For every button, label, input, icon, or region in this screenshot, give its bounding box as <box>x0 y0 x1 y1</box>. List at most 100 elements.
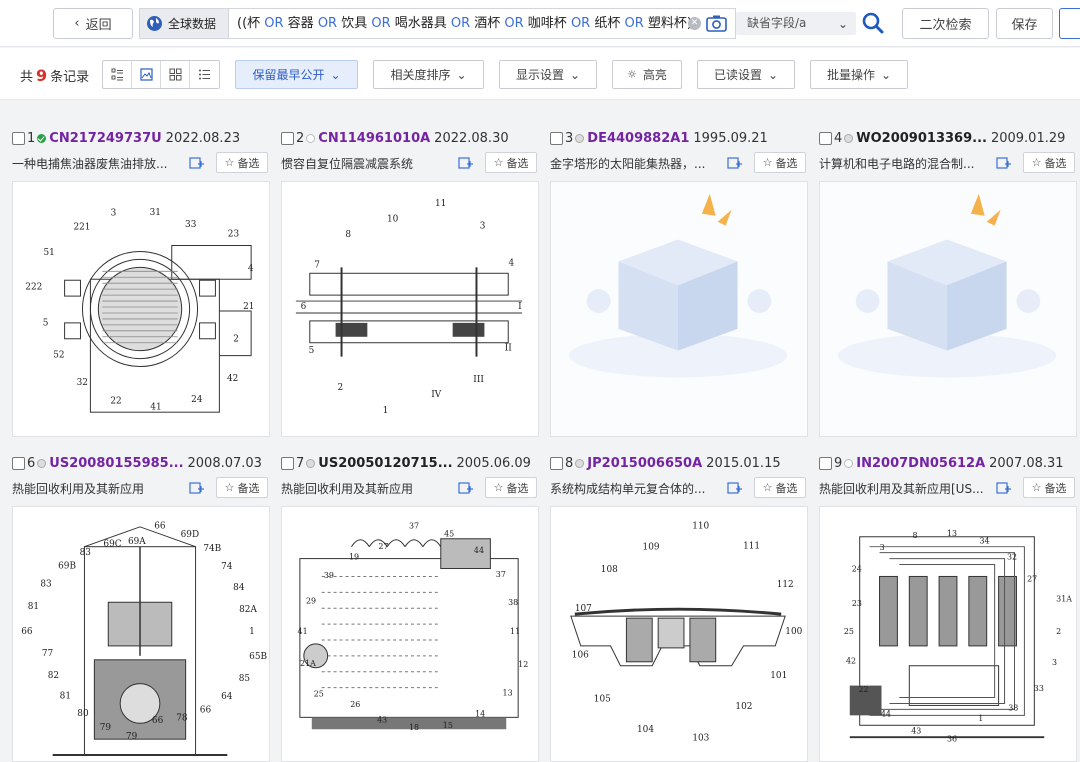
card-subheader: 惯容自复位隔震减震系统 ☆备选 <box>281 152 539 174</box>
favorite-button[interactable]: ☆备选 <box>754 477 806 498</box>
patent-title[interactable]: 热能回收利用及其新应用 <box>12 481 145 496</box>
select-checkbox[interactable] <box>550 456 563 470</box>
add-to-folder-icon[interactable] <box>996 156 1011 173</box>
publication-number-link[interactable]: JP2015006650A <box>587 455 703 471</box>
favorite-button[interactable]: ☆备选 <box>216 152 268 173</box>
publication-number-link[interactable]: CN114961010A <box>318 130 431 146</box>
favorite-button[interactable]: ☆备选 <box>754 152 806 173</box>
favorite-button[interactable]: ☆备选 <box>1023 477 1075 498</box>
view-list-button[interactable] <box>190 61 219 88</box>
query-term: 喝水器具 <box>390 16 451 31</box>
select-checkbox[interactable] <box>281 456 294 470</box>
patent-title[interactable]: 系统构成结构单元复合体的... <box>550 481 706 496</box>
publication-number-link[interactable]: US20080155985... <box>49 455 184 471</box>
earliest-public-dropdown[interactable]: 保留最早公开⌄ <box>235 60 358 89</box>
batch-operation-dropdown[interactable]: 批量操作⌄ <box>810 60 908 89</box>
save-button[interactable]: 保存 <box>996 8 1053 39</box>
read-settings-dropdown[interactable]: 已读设置⌄ <box>697 60 795 89</box>
publication-number-link[interactable]: CN217249737U <box>49 130 162 146</box>
drawing-label: 24 <box>852 564 862 573</box>
no-image-placeholder[interactable] <box>550 181 808 437</box>
star-icon: ☆ <box>493 156 504 169</box>
drawing-label: 25 <box>314 690 324 699</box>
drawing-label: 31A <box>1056 594 1072 603</box>
patent-title[interactable]: 计算机和电子电路的混合制... <box>819 156 975 171</box>
patent-title[interactable]: 惯容自复位隔震减震系统 <box>281 156 414 171</box>
drawing-label: 102 <box>735 702 752 712</box>
record-index: 7 <box>296 455 305 471</box>
add-to-folder-icon[interactable] <box>189 481 204 498</box>
query-operator: OR <box>504 16 524 31</box>
patent-drawing: 165B856466786679798081827766818369B8369C… <box>21 521 267 757</box>
sort-dropdown[interactable]: 相关度排序⌄ <box>373 60 484 89</box>
drawing-label: 37 <box>409 521 419 530</box>
patent-title[interactable]: 一种电捕焦油器废焦油排放... <box>12 156 168 171</box>
drawing-label: 51 <box>43 248 54 258</box>
add-to-folder-icon[interactable] <box>727 481 742 498</box>
search-icon[interactable] <box>862 12 884 34</box>
select-checkbox[interactable] <box>819 131 832 145</box>
drawing-label: 8 <box>345 230 351 240</box>
query-input[interactable]: ((杯 OR 容器 OR 饮具 OR 喝水器具 OR 酒杯 OR 咖啡杯 OR … <box>228 8 736 39</box>
clear-icon[interactable]: ✕ <box>688 17 701 30</box>
drawing-label: 83 <box>80 548 91 558</box>
view-list-detail-button[interactable] <box>103 61 132 88</box>
favorite-button[interactable]: ☆备选 <box>216 477 268 498</box>
select-checkbox[interactable] <box>819 456 832 470</box>
query-term: 塑料杯) <box>643 16 692 31</box>
favorite-label: 备选 <box>775 481 798 495</box>
select-checkbox[interactable] <box>281 131 294 145</box>
field-select[interactable]: 缺省字段/a ⌄ <box>736 12 856 35</box>
empty-box-illustration <box>820 182 1076 436</box>
drawing-label: 13 <box>503 688 513 697</box>
add-to-folder-icon[interactable] <box>189 156 204 173</box>
add-to-folder-icon[interactable] <box>996 481 1011 498</box>
add-to-folder-icon[interactable] <box>727 156 742 173</box>
drawing-label: 12 <box>518 660 528 669</box>
display-settings-dropdown[interactable]: 显示设置⌄ <box>499 60 597 89</box>
card-subheader: 计算机和电子电路的混合制... ☆备选 <box>819 152 1077 174</box>
drawing-label: 38 <box>1008 703 1018 712</box>
drawing-label: 82 <box>48 671 59 681</box>
drawing-label: 22 <box>110 396 121 406</box>
view-image-button[interactable] <box>132 61 161 88</box>
earliest-public-label: 保留最早公开 <box>252 68 325 82</box>
select-checkbox[interactable] <box>12 456 25 470</box>
select-checkbox[interactable] <box>12 131 25 145</box>
drawing-label: 8 <box>913 531 918 540</box>
back-button[interactable]: ‹ 返回 <box>53 8 133 39</box>
select-checkbox[interactable] <box>550 131 563 145</box>
view-grid-button[interactable] <box>161 61 190 88</box>
highlight-button[interactable]: ☼高亮 <box>612 60 682 89</box>
favorite-button[interactable]: ☆备选 <box>485 477 537 498</box>
camera-icon[interactable] <box>706 14 727 32</box>
query-term: 容器 <box>283 16 318 31</box>
add-to-folder-icon[interactable] <box>458 481 473 498</box>
edge-button[interactable] <box>1059 8 1080 39</box>
no-image-placeholder[interactable] <box>819 181 1077 437</box>
secondary-search-button[interactable]: 二次检索 <box>902 8 989 39</box>
favorite-button[interactable]: ☆备选 <box>485 152 537 173</box>
publication-number-link[interactable]: US20050120715... <box>318 455 453 471</box>
data-scope-selector[interactable]: 全球数据 <box>139 8 228 39</box>
publication-number-link[interactable]: IN2007DN05612A <box>856 455 986 471</box>
drawing-label: 41 <box>298 627 308 636</box>
publication-number-link[interactable]: WO2009013369... <box>856 130 987 146</box>
publication-number-link[interactable]: DE4409882A1 <box>587 130 690 146</box>
add-to-folder-icon[interactable] <box>458 156 473 173</box>
drawing-label: 107 <box>575 604 592 614</box>
drawing-label: 39 <box>324 571 334 580</box>
patent-title[interactable]: 热能回收利用及其新应用[US... <box>819 481 984 496</box>
favorite-button[interactable]: ☆备选 <box>1023 152 1075 173</box>
patent-title[interactable]: 热能回收利用及其新应用 <box>281 481 414 496</box>
patent-title[interactable]: 金字塔形的太阳能集热器，... <box>550 156 706 171</box>
drawing-label: 44 <box>474 546 484 555</box>
